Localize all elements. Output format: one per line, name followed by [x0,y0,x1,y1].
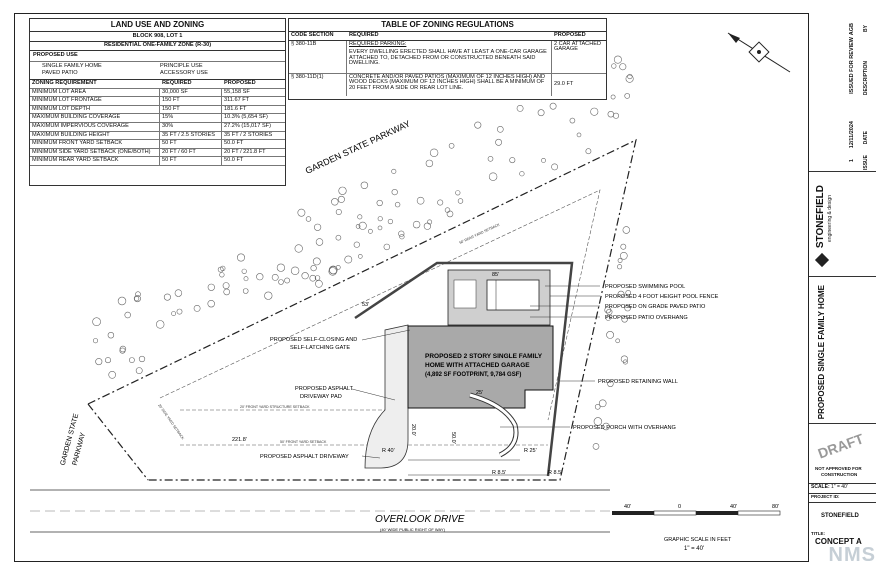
land-use-title: LAND USE AND ZONING [30,19,285,32]
proposed-value: 181.6 FT [224,105,247,112]
required-value: 20 FT / 60 FT [160,148,222,157]
rev-no: 1 [849,159,855,163]
project-id-row: PROJECT ID: [809,493,876,502]
scale-row: SCALE: 1" = 40' [809,483,876,494]
title-label: TITLE: [811,531,825,536]
use-name: PAVED PATIO [42,70,78,77]
title-block: ISSUED FOR REVIEW AGB 12/11/2024 1 DESCR… [808,13,876,562]
col-req: REQUIRED [349,32,379,38]
rev-by: AGB [849,23,855,36]
use-type: PRINCIPLE USE [160,62,203,69]
col-prop: PROPOSED [554,32,586,38]
logo-diamond-icon [814,252,830,268]
required-value: 50 FT [160,157,222,165]
zoning-regs-title: TABLE OF ZONING REGULATIONS [289,19,606,32]
block-lot: BLOCK 908, LOT 1 [30,32,285,42]
requirement: MAXIMUM IMPERVIOUS COVERAGE [30,122,160,131]
requirement: MINIMUM LOT FRONTAGE [30,97,160,105]
reg-proposed: 2 CAR ATTACHED GARAGE [554,40,602,53]
rev-header-by: BY [863,25,869,32]
requirement: MINIMUM SIDE YARD SETBACK (ONE/BOTH) [30,148,160,157]
col-proposed: PROPOSED [224,79,256,86]
firm-sub: engineering & design [827,195,833,242]
requirement: MINIMUM LOT DEPTH [30,105,160,114]
requirement: MAXIMUM BUILDING HEIGHT [30,131,160,140]
zoning-requirement-row: MINIMUM SIDE YARD SETBACK (ONE/BOTH)20 F… [30,148,285,158]
title-row: TITLE: CONCEPT A STONEFIELD [809,502,876,563]
reg-required: REQUIRED PARKING: EVERY DWELLING ERECTED… [347,40,552,73]
required-value: 30,000 SF [160,88,222,97]
col-required: REQUIRED [162,79,192,86]
draft-note-2: CONSTRUCTION [821,472,858,477]
proposed-value: 311.67 FT [224,97,250,104]
required-value: 50 FT [160,140,222,148]
zone-name: RESIDENTIAL ONE-FAMILY ZONE (R-30) [30,42,285,52]
use-row: PAVED PATIO ACCESSORY USE [30,70,285,78]
scale-value: 1" = 40' [831,484,848,490]
required-value: 150 FT [160,97,222,105]
reg-code: § 380-11D(1) [289,73,347,96]
reg-code: § 380-11B [289,40,347,73]
zoning-regulations-table: TABLE OF ZONING REGULATIONS CODE SECTION… [288,18,607,100]
proposed-value: 55,158 SF [224,88,250,95]
required-value: 35 FT / 2.5 STORIES [160,131,222,140]
requirement: MINIMUM REAR YARD SETBACK [30,157,160,165]
project-title: PROPOSED SINGLE FAMILY HOME [817,285,826,420]
reg-text: CONCRETE AND/OR PAVED PATIOS (MAXIMUM OF… [347,73,552,96]
rev-header-desc: DESCRIPTION [863,61,869,96]
proposed-value: 27.2% (15,017 SF) [224,122,271,129]
use-row: SINGLE FAMILY HOME PRINCIPLE USE [30,63,285,71]
land-use-table: LAND USE AND ZONING BLOCK 908, LOT 1 RES… [29,18,286,186]
required-value: 30% [160,122,222,131]
firm-name: STONEFIELD [815,185,826,249]
firm-name-small: STONEFIELD [821,513,859,519]
rev-date: 12/11/2024 [849,121,855,149]
zoning-reg-row: § 380-11D(1) CONCRETE AND/OR PAVED PATIO… [289,73,606,96]
proposed-value: 35 FT / 2 STORIES [224,131,273,138]
proposed-value: 20 FT / 221.8 FT [224,148,266,155]
land-use-header-row: ZONING REQUIREMENT REQUIRED PROPOSED [30,80,285,89]
proposed-value: 50.0 FT [224,157,244,164]
col-requirement: ZONING REQUIREMENT [32,79,97,86]
rev-header-date: DATE [863,131,869,145]
proposed-value: 50.0 FT [224,140,244,147]
draft-note-1: NOT APPROVED FOR [815,466,862,471]
requirement: MINIMUM LOT AREA [30,88,160,97]
sheet-title: CONCEPT A [815,537,862,546]
draft-stamp: DRAFT NOT APPROVED FOR CONSTRUCTION [809,423,876,484]
reg-text: EVERY DWELLING ERECTED SHALL HAVE AT LEA… [349,49,547,67]
reg-heading: REQUIRED PARKING: [349,40,407,47]
zoning-reg-row: § 380-11B REQUIRED PARKING: EVERY DWELLI… [289,40,606,74]
draft-text: DRAFT [815,430,866,462]
requirement: MINIMUM FRONT YARD SETBACK [30,140,160,148]
scale-label: SCALE: [811,484,830,490]
use-name: SINGLE FAMILY HOME [42,62,102,69]
watermark: NMS [828,544,876,566]
requirement: MAXIMUM BUILDING COVERAGE [30,114,160,122]
revision-table: ISSUED FOR REVIEW AGB 12/11/2024 1 DESCR… [809,21,876,172]
rev-desc: ISSUED FOR REVIEW [849,37,855,94]
col-code: CODE SECTION [291,32,334,38]
reg-proposed: 29.0 FT [554,80,574,87]
zoning-regs-header: CODE SECTION REQUIRED PROPOSED [289,32,606,41]
firm-logo: STONEFIELD engineering & design [809,181,876,277]
proposed-value: 10.3% (5,654 SF) [224,114,268,121]
required-value: 15% [160,114,222,122]
required-value: 150 FT [160,105,222,114]
rev-header-issue: ISSUE [863,155,869,171]
proposed-use-header: PROPOSED USE [30,51,285,62]
use-type: ACCESSORY USE [160,70,208,77]
